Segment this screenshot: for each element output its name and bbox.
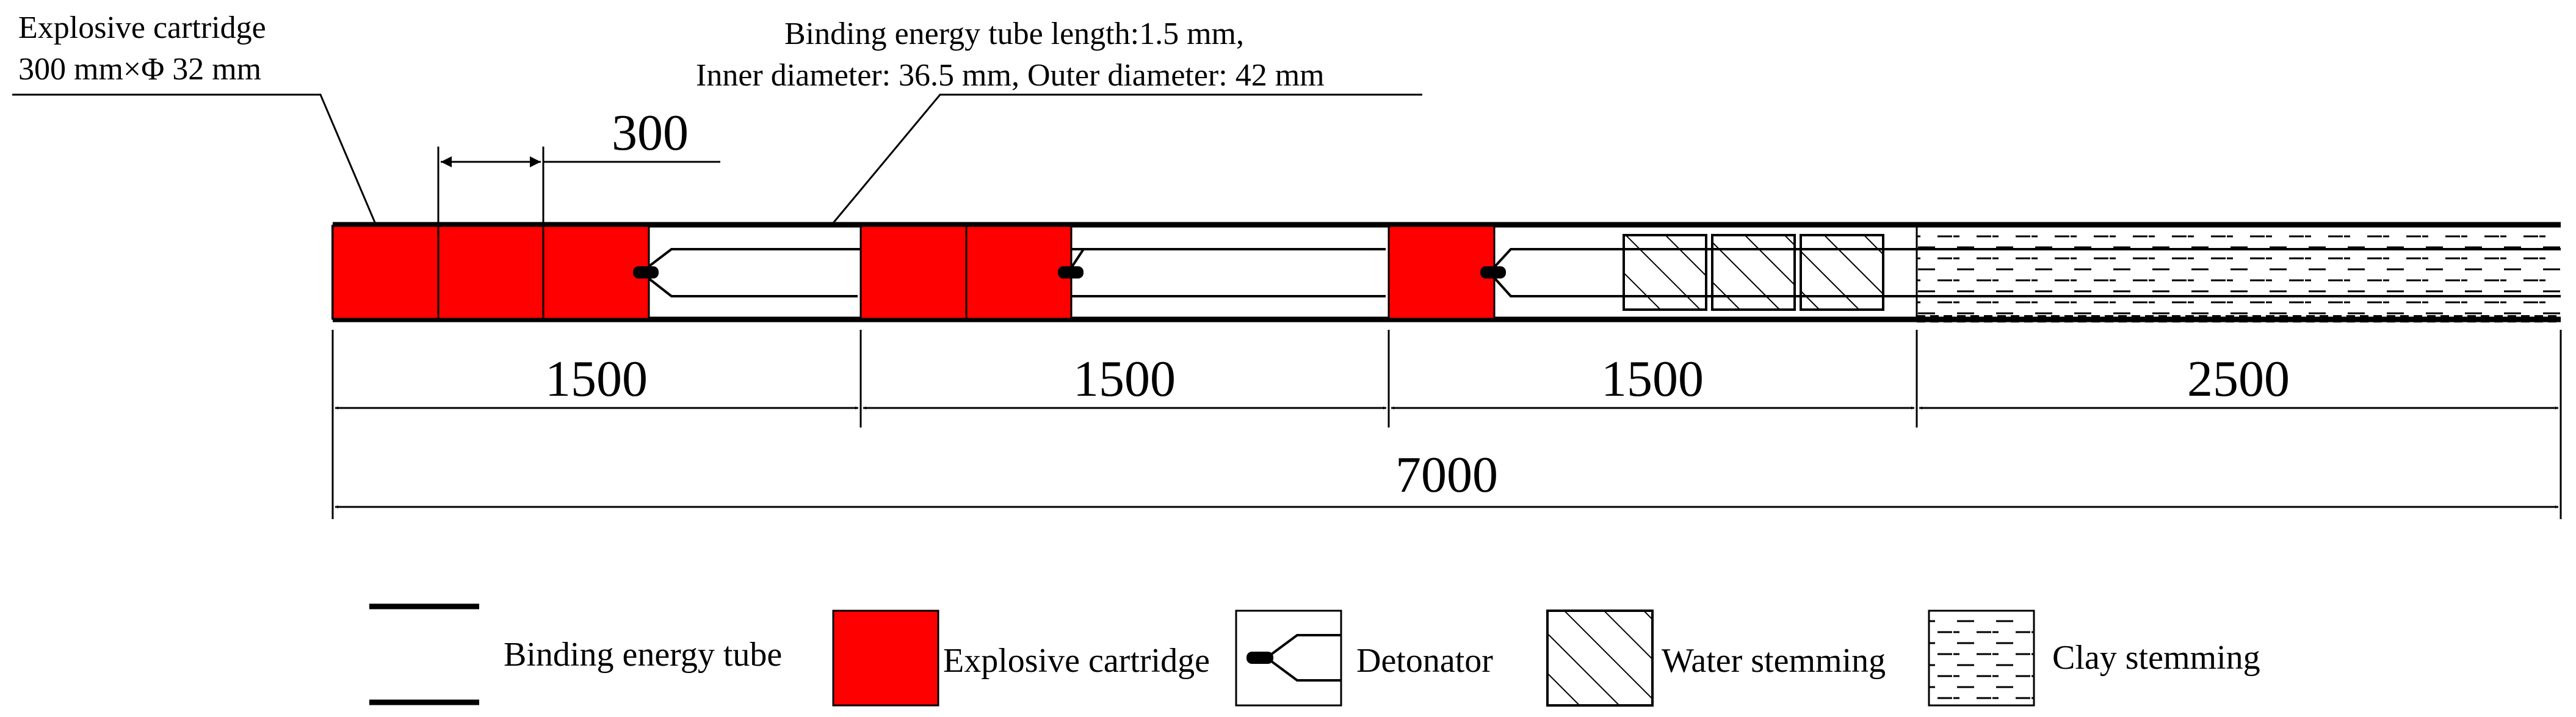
- tube-spec-line2: Inner diameter: 36.5 mm, Outer diameter:…: [696, 58, 1325, 93]
- legend-detonator-icon: [1246, 652, 1273, 664]
- cartridge-4: [859, 225, 968, 320]
- segment-2-length: 1500: [1073, 351, 1176, 407]
- cartridge-spec-line1: Explosive cartridge: [18, 10, 266, 45]
- segment-dimensions: 1500 1500 1500 2500 7000: [331, 330, 2562, 519]
- cartridge-length-label: 300: [612, 104, 689, 161]
- legend-water-label: Water stemming: [1662, 642, 1886, 680]
- water-stemming: [1623, 234, 1884, 311]
- cartridge-6: [1387, 225, 1496, 320]
- legend-detonator-label: Detonator: [1356, 642, 1493, 680]
- cartridge-length-dimension: 300: [437, 104, 720, 225]
- cord-segment-3-lower: [1488, 271, 2561, 297]
- legend-clay-label: Clay stemming: [2052, 639, 2260, 677]
- legend-item-detonator: Detonator: [1235, 610, 1493, 707]
- cartridge-leader-line: [12, 93, 392, 260]
- cartridge-2: [437, 225, 545, 320]
- cord-segment-1-lower: [640, 271, 858, 297]
- water-stemming-2: [1711, 234, 1796, 311]
- detonator-3: [1480, 266, 1506, 278]
- tube-leader-line: [832, 93, 1422, 224]
- explosive-cartridges: [331, 225, 1496, 320]
- water-stemming-1: [1623, 234, 1707, 311]
- legend-detonator-wire-top: [1265, 634, 1341, 659]
- clay-stemming-fill: [1917, 229, 2561, 315]
- tube-spec-line1: Binding energy tube length:1.5 mm,: [784, 16, 1244, 51]
- cartridge-5: [965, 225, 1073, 320]
- legend-detonator-wire-bottom: [1265, 657, 1341, 682]
- cartridge-1: [331, 225, 440, 320]
- cartridge-spec-annotation: Explosive cartridge 300 mm×Φ 32 mm: [12, 10, 392, 260]
- clay-stemming: [1917, 222, 2561, 322]
- legend-item-water: Water stemming: [1546, 610, 1886, 707]
- segment-3-length: 1500: [1601, 351, 1704, 407]
- legend-clay-icon: [1928, 610, 2035, 707]
- total-length: 7000: [1395, 446, 1498, 503]
- segment-1-length: 1500: [545, 351, 648, 407]
- water-stemming-3: [1800, 234, 1884, 311]
- legend-cartridge-icon: [832, 610, 939, 707]
- segment-4-length: 2500: [2187, 351, 2290, 407]
- cord-segment-3: [1488, 248, 2561, 274]
- legend: Binding energy tube Explosive cartridge …: [369, 603, 2260, 707]
- cartridge-3: [542, 225, 650, 320]
- detonators: [633, 266, 1506, 278]
- legend-item-cartridge: Explosive cartridge: [832, 610, 1210, 707]
- legend-tube-label: Binding energy tube: [504, 636, 782, 674]
- legend-cartridge-label: Explosive cartridge: [943, 642, 1210, 680]
- legend-item-tube: Binding energy tube: [369, 603, 782, 705]
- cartridge-spec-line2: 300 mm×Φ 32 mm: [18, 52, 261, 87]
- detonator-1: [633, 266, 659, 278]
- detonating-cord: [640, 248, 2561, 297]
- cord-segment-1: [640, 248, 1386, 274]
- legend-item-clay: Clay stemming: [1928, 610, 2260, 707]
- detonator-2: [1058, 266, 1084, 278]
- tube-spec-annotation: Binding energy tube length:1.5 mm, Inner…: [696, 16, 1422, 224]
- legend-water-icon: [1546, 610, 1654, 707]
